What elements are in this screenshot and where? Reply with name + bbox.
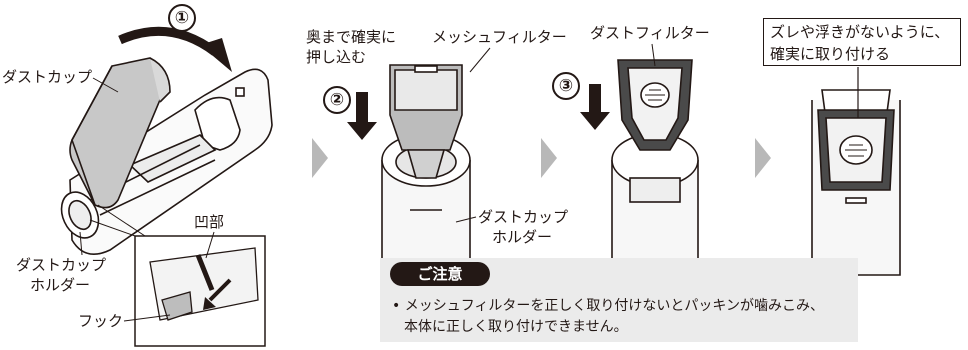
dust-filter-leader xyxy=(651,43,656,67)
recess-label: 凹部 xyxy=(194,213,225,231)
dust-cup-holder-left-line1: ダストカップ xyxy=(16,256,107,274)
next-chevron-2 xyxy=(541,138,557,178)
install-tip-callout: ズレや浮きがないように、 確実に取り付ける xyxy=(763,18,961,66)
dust-cup-holder-mid-line2: ホルダー xyxy=(492,228,553,246)
recess-leader xyxy=(205,231,215,259)
dust-cup-holder-body xyxy=(69,68,273,256)
rotate-arrow xyxy=(118,26,218,56)
mesh-filter-leader xyxy=(469,47,491,73)
install-tip-line2: 確実に取り付ける xyxy=(770,45,891,63)
dust-filter-label: ダストフィルター xyxy=(590,24,710,42)
step-2-number: ② xyxy=(323,86,351,114)
push-down-arrow xyxy=(347,92,377,140)
next-chevron-1 xyxy=(312,138,328,178)
dust-cup-holder-left-line2: ホルダー xyxy=(30,276,91,294)
zoom-line-2 xyxy=(97,204,146,237)
install-tip-line1: ズレや浮きがないように、 xyxy=(770,23,950,41)
caution-line2: 本体に正しく取り付けできません。 xyxy=(404,319,628,335)
dust-cup xyxy=(69,57,171,209)
dust-cup-holder-mid-line1: ダストカップ xyxy=(478,208,569,226)
mesh-filter-label: メッシュフィルター xyxy=(432,28,567,46)
hook-label: フック xyxy=(78,312,124,330)
holder-leader-left xyxy=(79,231,83,256)
insert-instruction-line1: 奥まで確実に xyxy=(306,28,397,46)
mesh-filter-illustration xyxy=(381,64,471,271)
dust-filter-illustration xyxy=(611,59,699,271)
press-down-arrow xyxy=(580,84,610,130)
installed-filter-illustration xyxy=(811,89,901,276)
holder-end-opening xyxy=(60,191,100,239)
hook-zoom-inset xyxy=(134,235,266,347)
caution-line1: • メッシュフィルターを正しく取り付けないとパッキンが噛みこみ、 xyxy=(392,298,825,314)
step-1-number: ① xyxy=(168,4,196,32)
insert-instruction-line2: 押し込む xyxy=(306,48,367,66)
caution-box: ご注意 • メッシュフィルターを正しく取り付けないとパッキンが噛みこみ、 本体に… xyxy=(380,258,858,342)
zoom-line-1 xyxy=(89,219,136,237)
dust-cup-label: ダストカップ xyxy=(2,68,93,86)
caution-title: ご注意 xyxy=(390,262,490,286)
next-chevron-3 xyxy=(755,138,771,178)
rotate-arrowhead xyxy=(200,38,232,72)
holder-leader-mid xyxy=(455,216,477,223)
hook-leader xyxy=(123,314,171,322)
dust-cup-leader xyxy=(92,77,119,93)
step-3-number: ③ xyxy=(552,72,580,100)
caution-text: • メッシュフィルターを正しく取り付けないとパッキンが噛みこみ、 本体に正しく取… xyxy=(392,296,824,338)
